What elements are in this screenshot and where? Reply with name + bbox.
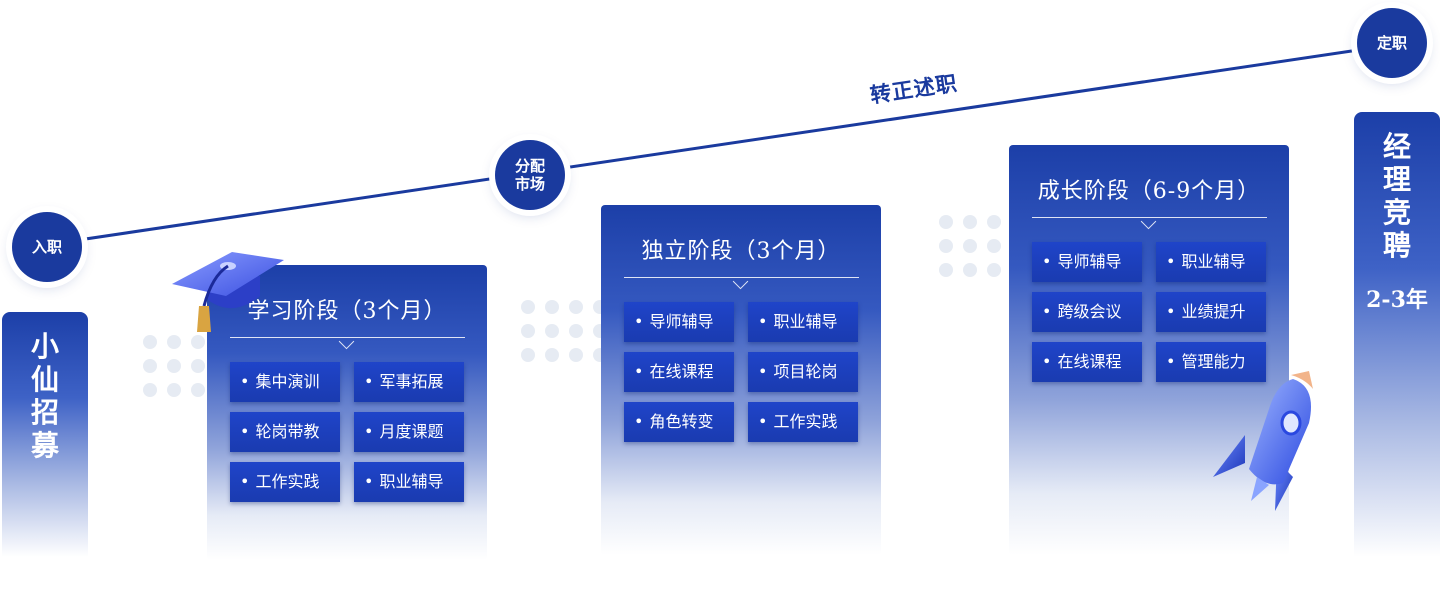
right-card-char: 理: [1382, 163, 1411, 196]
timeline-node-assign-line2: 市场: [514, 175, 545, 193]
stage-item: 工作实践: [230, 462, 340, 502]
dot-pattern: [143, 335, 205, 397]
stage-item: 管理能力: [1156, 342, 1266, 382]
right-card: 经 理 竞 聘 2-3年: [1354, 112, 1440, 557]
stage-item: 集中演训: [230, 362, 340, 402]
stage-item: 业绩提升: [1156, 292, 1266, 332]
rocket-icon: [1213, 371, 1313, 511]
left-card-char: 仙: [30, 363, 59, 396]
stage-title: 成长阶段（6-9个月）: [1037, 179, 1261, 204]
right-card-duration: 2-3年: [1366, 287, 1428, 313]
left-card-char: 小: [30, 330, 59, 363]
stage-item: 职业辅导: [748, 302, 858, 342]
timeline-node-final: 定职: [1357, 8, 1427, 78]
stage-item: 项目轮岗: [748, 352, 858, 392]
stage-item: 导师辅导: [1032, 242, 1142, 282]
stage-divider: [230, 337, 465, 338]
stage-item: 跨级会议: [1032, 292, 1142, 332]
stage-item: 军事拓展: [354, 362, 464, 402]
right-card-title: 经 理 竞 聘: [1354, 130, 1440, 262]
left-card-title: 小 仙 招 募: [2, 330, 88, 462]
stage-divider: [1032, 217, 1267, 218]
stage-item: 轮岗带教: [230, 412, 340, 452]
timeline-node-assign-label: 分配 市场: [515, 157, 545, 193]
right-card-char: 经: [1382, 130, 1411, 163]
stage-item: 职业辅导: [354, 462, 464, 502]
dot-pattern: [521, 300, 607, 362]
timeline-node-start: 入职: [12, 212, 82, 282]
timeline-node-assign: 分配 市场: [495, 140, 565, 210]
dot-pattern: [939, 215, 1001, 277]
right-card-char: 聘: [1382, 229, 1411, 262]
left-card-char: 募: [30, 429, 59, 462]
stage-item: 职业辅导: [1156, 242, 1266, 282]
stage-item: 角色转变: [624, 402, 734, 442]
timeline-node-start-label: 入职: [31, 238, 62, 256]
right-card-char: 竞: [1382, 196, 1411, 229]
stage-card-independent: 独立阶段（3个月） 导师辅导 职业辅导 在线课程 项目轮岗 角色转变 工作实践: [601, 205, 881, 555]
left-card: 小 仙 招 募: [2, 312, 88, 557]
left-card-char: 招: [30, 396, 59, 429]
stage-title: 独立阶段（3个月）: [641, 239, 841, 264]
graduation-cap-icon: [172, 252, 284, 332]
stage-item: 工作实践: [748, 402, 858, 442]
timeline-node-final-label: 定职: [1376, 34, 1407, 52]
stage-item: 导师辅导: [624, 302, 734, 342]
stage-card-learning: 学习阶段（3个月） 集中演训 军事拓展 轮岗带教 月度课题 工作实践 职业辅导: [207, 265, 487, 560]
stage-item: 在线课程: [1032, 342, 1142, 382]
stage-item: 月度课题: [354, 412, 464, 452]
timeline-node-assign-line1: 分配: [514, 157, 545, 175]
stage-card-growth: 成长阶段（6-9个月） 导师辅导 职业辅导 跨级会议 业绩提升 在线课程 管理能…: [1009, 145, 1289, 555]
stage-divider: [624, 277, 859, 278]
stage-title: 学习阶段（3个月）: [247, 299, 447, 324]
stage-item: 在线课程: [624, 352, 734, 392]
